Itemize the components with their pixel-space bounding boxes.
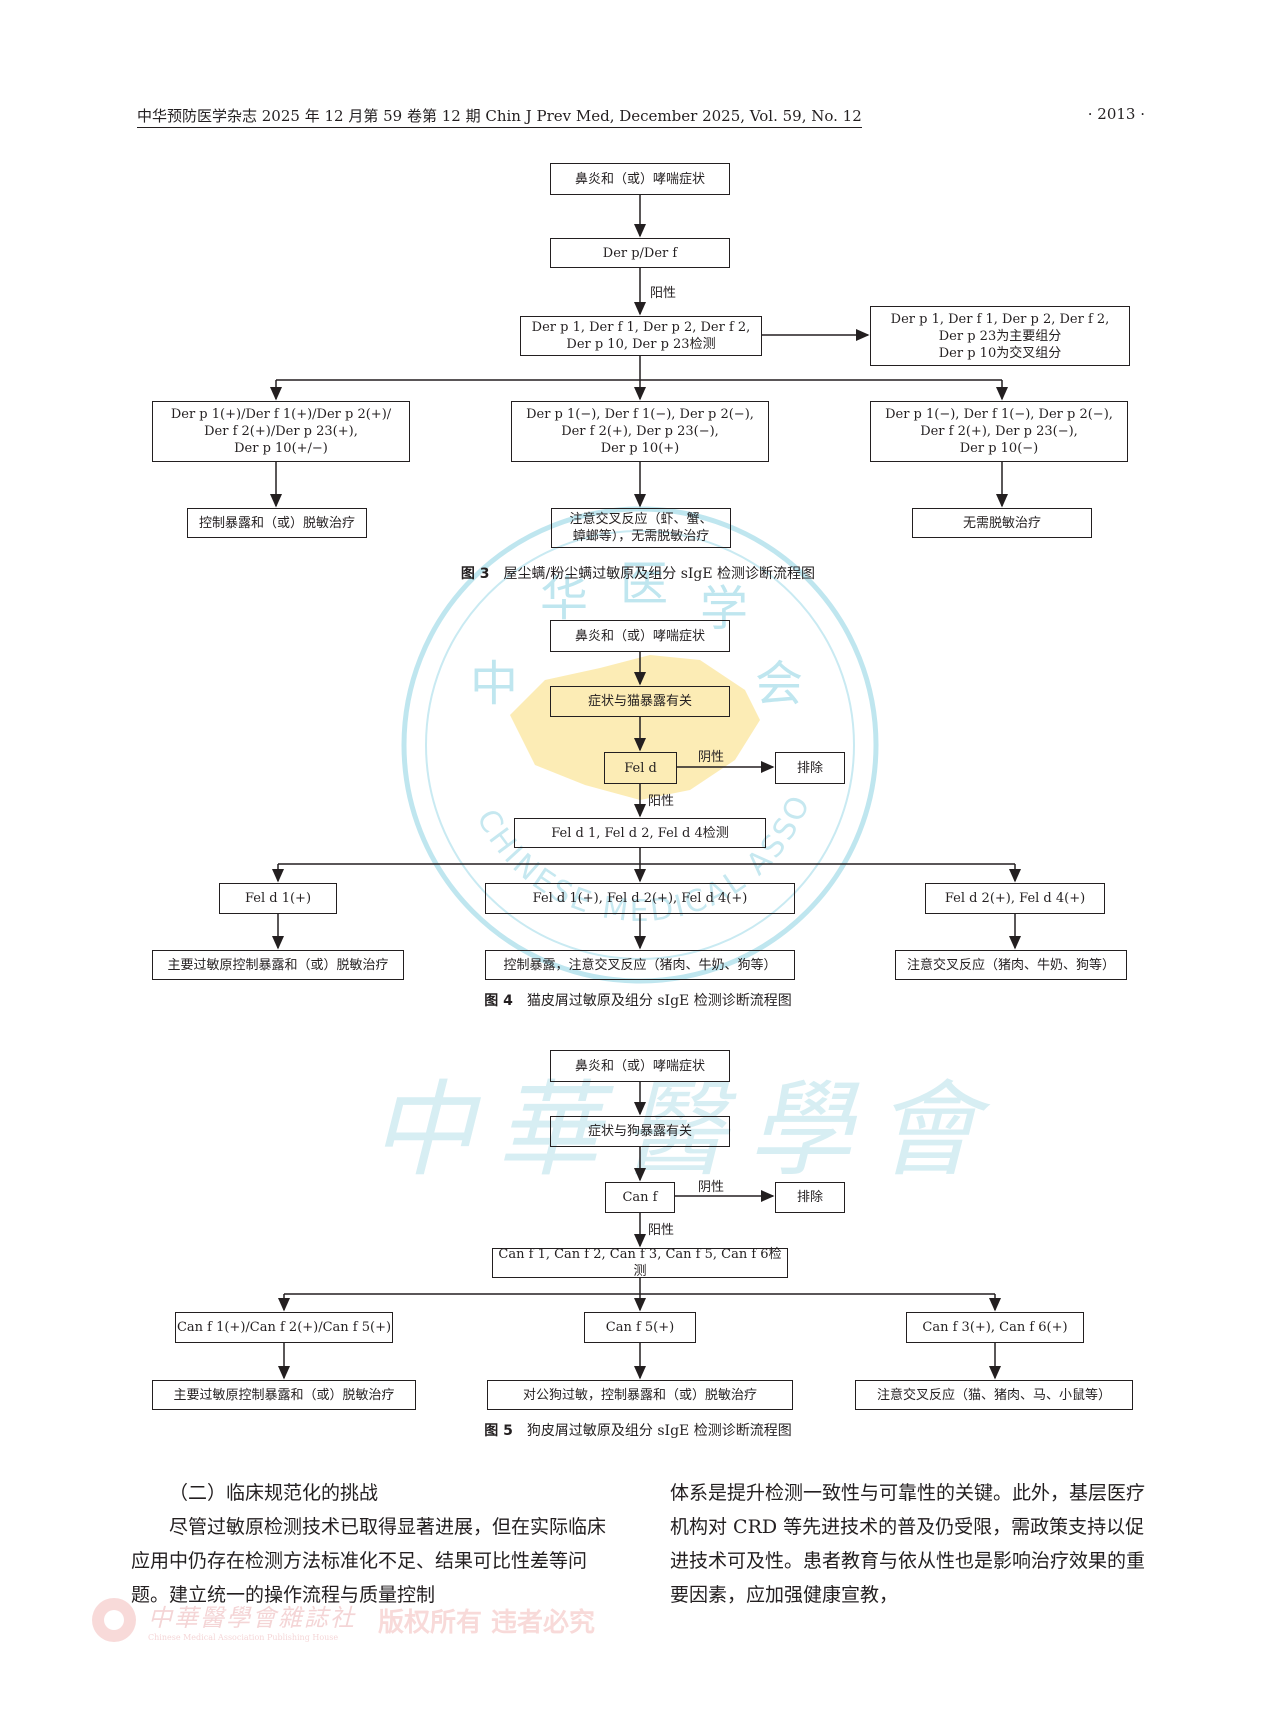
fig3-result-derp10-positive: Der p 1(−), Der f 1(−), Der p 2(−), Der …: [511, 401, 769, 462]
journal-header: 中华预防医学杂志 2025 年 12 月第 59 卷第 12 期 Chin J …: [137, 105, 862, 128]
fig4-exclude-box: 排除: [775, 752, 845, 784]
fig4-cat-exposure-box: 症状与猫暴露有关: [550, 686, 730, 717]
fig3-caption-text: 屋尘螨/粉尘螨过敏原及组分 sIgE 检测诊断流程图: [503, 566, 816, 582]
fig4-negative-label: 阴性: [698, 750, 725, 765]
fig5-outcome-desensitize: 主要过敏原控制暴露和（或）脱敏治疗: [152, 1380, 416, 1410]
fig4-component-test-box: Fel d 1, Fel d 2, Fel d 4检测: [514, 818, 766, 848]
fig4-caption-text: 猫皮屑过敏原及组分 sIgE 检测诊断流程图: [526, 993, 792, 1009]
fig5-result-canf5: Can f 5(+): [584, 1312, 696, 1343]
fig5-canf-box: Can f: [605, 1182, 675, 1213]
fig3-positive-label: 阳性: [650, 286, 677, 301]
fig4-symptom-box: 鼻炎和（或）哮喘症状: [550, 620, 730, 652]
fig4-caption: 图 4 猫皮屑过敏原及组分 sIgE 检测诊断流程图: [0, 990, 1276, 1010]
page-number: · 2013 ·: [1087, 105, 1145, 123]
fig5-dog-exposure-box: 症状与狗暴露有关: [550, 1116, 730, 1147]
fig5-negative-label: 阴性: [698, 1180, 725, 1195]
fig5-caption: 图 5 狗皮屑过敏原及组分 sIgE 检测诊断流程图: [0, 1420, 1276, 1440]
fig3-result-all-positive: Der p 1(+)/Der f 1(+)/Der p 2(+)/ Der f …: [152, 401, 410, 462]
fig5-result-canf125: Can f 1(+)/Can f 2(+)/Can f 5(+): [175, 1312, 393, 1343]
fig4-result-feld2-feld4: Fel d 2(+), Fel d 4(+): [925, 883, 1105, 914]
fig4-outcome-desensitize: 主要过敏原控制暴露和（或）脱敏治疗: [152, 950, 404, 980]
fig4-caption-number: 图 4: [484, 993, 513, 1009]
rights-notice: 版权所有 违者必究: [378, 1607, 596, 1638]
fig3-outcome-desensitize: 控制暴露和（或）脱敏治疗: [187, 508, 367, 538]
fig4-positive-label: 阳性: [648, 794, 675, 809]
fig3-component-test-box: Der p 1, Der f 1, Der p 2, Der f 2, Der …: [520, 316, 762, 356]
fig3-symptom-box: 鼻炎和（或）哮喘症状: [550, 163, 730, 195]
fig3-caption-number: 图 3: [460, 566, 490, 582]
fig3-outcome-no-treatment: 无需脱敏治疗: [912, 508, 1092, 538]
fig3-component-note-box: Der p 1, Der f 1, Der p 2, Der f 2, Der …: [870, 306, 1130, 366]
fig5-caption-number: 图 5: [484, 1423, 513, 1439]
fig5-outcome-cross-reaction: 注意交叉反应（猫、猪肉、马、小鼠等）: [855, 1380, 1133, 1410]
fig4-outcome-cross-reaction: 注意交叉反应（猪肉、牛奶、狗等）: [895, 950, 1127, 980]
fig5-caption-text: 狗皮屑过敏原及组分 sIgE 检测诊断流程图: [526, 1423, 792, 1439]
fig3-outcome-cross-reaction: 注意交叉反应（虾、蟹、 蟑螂等），无需脱敏治疗: [551, 508, 731, 548]
fig4-result-all-positive: Fel d 1(+), Fel d 2(+), Fel d 4(+): [485, 883, 795, 914]
left-column: （二）临床规范化的挑战 尽管过敏原检测技术已取得显著进展，但在实际临床应用中仍存…: [131, 1476, 621, 1612]
right-paragraph: 体系是提升检测一致性与可靠性的关键。此外，基层医疗机构对 CRD 等先进技术的普…: [670, 1482, 1146, 1606]
fig4-result-feld1: Fel d 1(+): [219, 883, 337, 914]
fig3-derp-derf-box: Der p/Der f: [550, 238, 730, 268]
fig5-positive-label: 阳性: [648, 1223, 675, 1238]
fig5-symptom-box: 鼻炎和（或）哮喘症状: [550, 1050, 730, 1082]
fig3-caption: 图 3 屋尘螨/粉尘螨过敏原及组分 sIgE 检测诊断流程图: [0, 563, 1276, 583]
fig5-exclude-box: 排除: [775, 1182, 845, 1213]
right-column: 体系是提升检测一致性与可靠性的关键。此外，基层医疗机构对 CRD 等先进技术的普…: [670, 1476, 1160, 1612]
publisher-name-en: Chinese Medical Association Publishing H…: [148, 1633, 339, 1642]
fig5-outcome-male-dog: 对公狗过敏，控制暴露和（或）脱敏治疗: [487, 1380, 793, 1410]
fig3-result-derp10-negative: Der p 1(−), Der f 1(−), Der p 2(−), Der …: [870, 401, 1128, 462]
fig5-component-test-box: Can f 1, Can f 2, Can f 3, Can f 5, Can …: [492, 1247, 788, 1279]
fig5-result-canf36: Can f 3(+), Can f 6(+): [906, 1312, 1084, 1343]
fig4-feld-box: Fel d: [604, 752, 677, 784]
section-heading: （二）临床规范化的挑战: [169, 1482, 379, 1504]
left-paragraph: 尽管过敏原检测技术已取得显著进展，但在实际临床应用中仍存在检测方法标准化不足、结…: [131, 1516, 607, 1606]
fig4-outcome-control-cross: 控制暴露，注意交叉反应（猪肉、牛奶、狗等）: [485, 950, 795, 980]
publisher-logo-icon: [92, 1598, 136, 1642]
publisher-watermark: 中華醫學會雜誌社 Chinese Medical Association Pub…: [88, 1594, 595, 1646]
publisher-name: 中華醫學會雜誌社: [148, 1604, 356, 1632]
